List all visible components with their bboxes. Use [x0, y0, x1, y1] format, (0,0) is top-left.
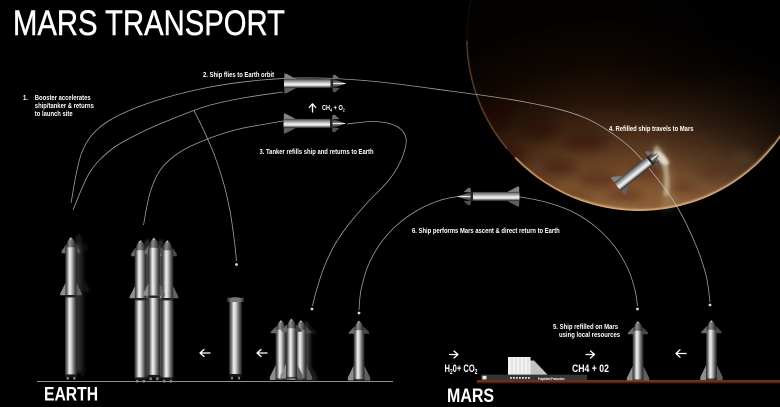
svg-text:3. Tanker refills ship and ret: 3. Tanker refills ship and returns to Ea…: [260, 148, 374, 156]
svg-text:to launch site: to launch site: [35, 111, 73, 119]
svg-text:using local resources: using local resources: [559, 332, 620, 340]
svg-text:CH4 + 02: CH4 + 02: [572, 363, 609, 375]
svg-text:ship/tanker & returns: ship/tanker & returns: [35, 103, 94, 111]
svg-text:CH4 + O2: CH4 + O2: [322, 104, 345, 112]
svg-text:5. Ship refilled on Mars: 5. Ship refilled on Mars: [553, 324, 618, 332]
svg-text:H20+ CO2: H20+ CO2: [445, 363, 479, 376]
svg-text:1.: 1.: [23, 95, 28, 103]
svg-text:Propellant Production: Propellant Production: [538, 376, 565, 381]
svg-text:Booster accelerates: Booster accelerates: [35, 95, 91, 103]
svg-text:4. Refilled ship travels to Ma: 4. Refilled ship travels to Mars: [609, 126, 694, 134]
svg-text:6. Ship performs Mars ascent &: 6. Ship performs Mars ascent & direct re…: [412, 227, 560, 235]
svg-text:2. Ship flies to Earth orbit: 2. Ship flies to Earth orbit: [203, 72, 275, 80]
svg-text:EARTH: EARTH: [44, 383, 98, 405]
svg-text:MARS TRANSPORT: MARS TRANSPORT: [13, 3, 285, 42]
svg-text:MARS: MARS: [447, 385, 494, 407]
